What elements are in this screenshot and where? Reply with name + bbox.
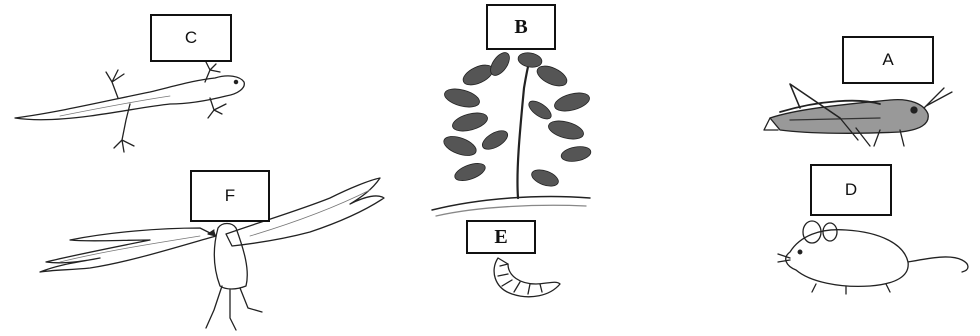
grub-icon (494, 258, 560, 297)
mouse-icon (778, 221, 968, 294)
grasshopper-icon (764, 84, 952, 146)
label-e: E (466, 220, 536, 254)
label-f: F (190, 170, 270, 222)
label-d: D (810, 164, 892, 216)
plant-icon (432, 49, 592, 216)
label-b: B (486, 4, 556, 50)
label-a: A (842, 36, 934, 84)
label-c: C (150, 14, 232, 62)
lizard-icon (15, 62, 244, 152)
